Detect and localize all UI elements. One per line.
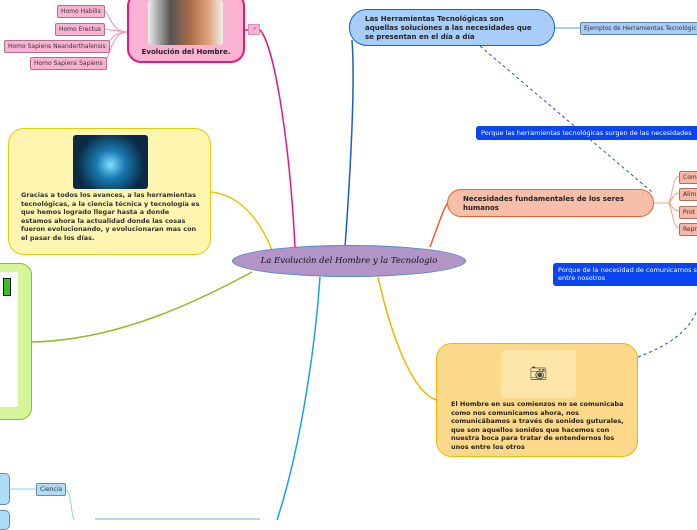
relation-label[interactable]: Porque de la necesidad de comunicarnos s… <box>553 263 697 286</box>
needs-child[interactable]: Alim <box>679 188 697 201</box>
science-child[interactable]: Ciencia <box>36 483 66 496</box>
camera-icon: 📷︎ <box>529 366 548 382</box>
communication-text: El Hombre en sus comienzos no se comunic… <box>451 400 624 451</box>
evolution-title: Evolución del Hombre. <box>141 48 231 56</box>
tools-child[interactable]: Ejemplos de Herramientas Tecnológicas <box>580 22 697 35</box>
central-title: La Evolución del Hombre y la Tecnologio <box>260 256 438 266</box>
image-placeholder: 📷︎ <box>501 350 576 398</box>
tools-title: Las Herramientas Tecnológicas son aquell… <box>365 15 532 41</box>
communication-node[interactable]: 📷︎ El Hombre en sus comienzos no se comu… <box>436 343 638 457</box>
needs-node[interactable]: Necesidades fundamentales de los seres h… <box>447 189 654 217</box>
advances-text: Gracias a todos los avances, a las herra… <box>21 191 200 242</box>
needs-child[interactable]: Prot <box>679 206 697 219</box>
central-topic[interactable]: La Evolución del Hombre y la Tecnologio <box>232 245 466 277</box>
book-icon <box>3 278 11 296</box>
evolution-node[interactable]: Evolución del Hombre. <box>127 0 245 63</box>
evolution-child[interactable]: Homo Habilis <box>57 5 105 18</box>
link-icon[interactable]: ↗ <box>248 24 260 35</box>
evolution-child[interactable]: Homo Erectus <box>55 23 106 36</box>
evolution-child[interactable]: Homo Sapiens Sapiens <box>30 57 107 70</box>
technology-image <box>73 135 148 189</box>
needs-child[interactable]: Com <box>679 171 697 184</box>
relation-label[interactable]: Porque las herramientas tecnológicas sur… <box>476 126 697 140</box>
tools-node[interactable]: Las Herramientas Tecnológicas son aquell… <box>349 9 555 46</box>
evolution-image <box>148 0 223 45</box>
green-node[interactable] <box>0 263 32 420</box>
green-image <box>0 272 18 407</box>
needs-child[interactable]: Repr <box>679 223 697 236</box>
science-parent-node[interactable] <box>0 473 10 505</box>
needs-title: Necesidades fundamentales de los seres h… <box>463 195 625 212</box>
evolution-child[interactable]: Homo Sapiens Neanderthalensis <box>4 40 110 53</box>
advances-node[interactable]: Gracias a todos los avances, a las herra… <box>8 128 211 255</box>
science-sibling-node[interactable] <box>0 510 10 530</box>
